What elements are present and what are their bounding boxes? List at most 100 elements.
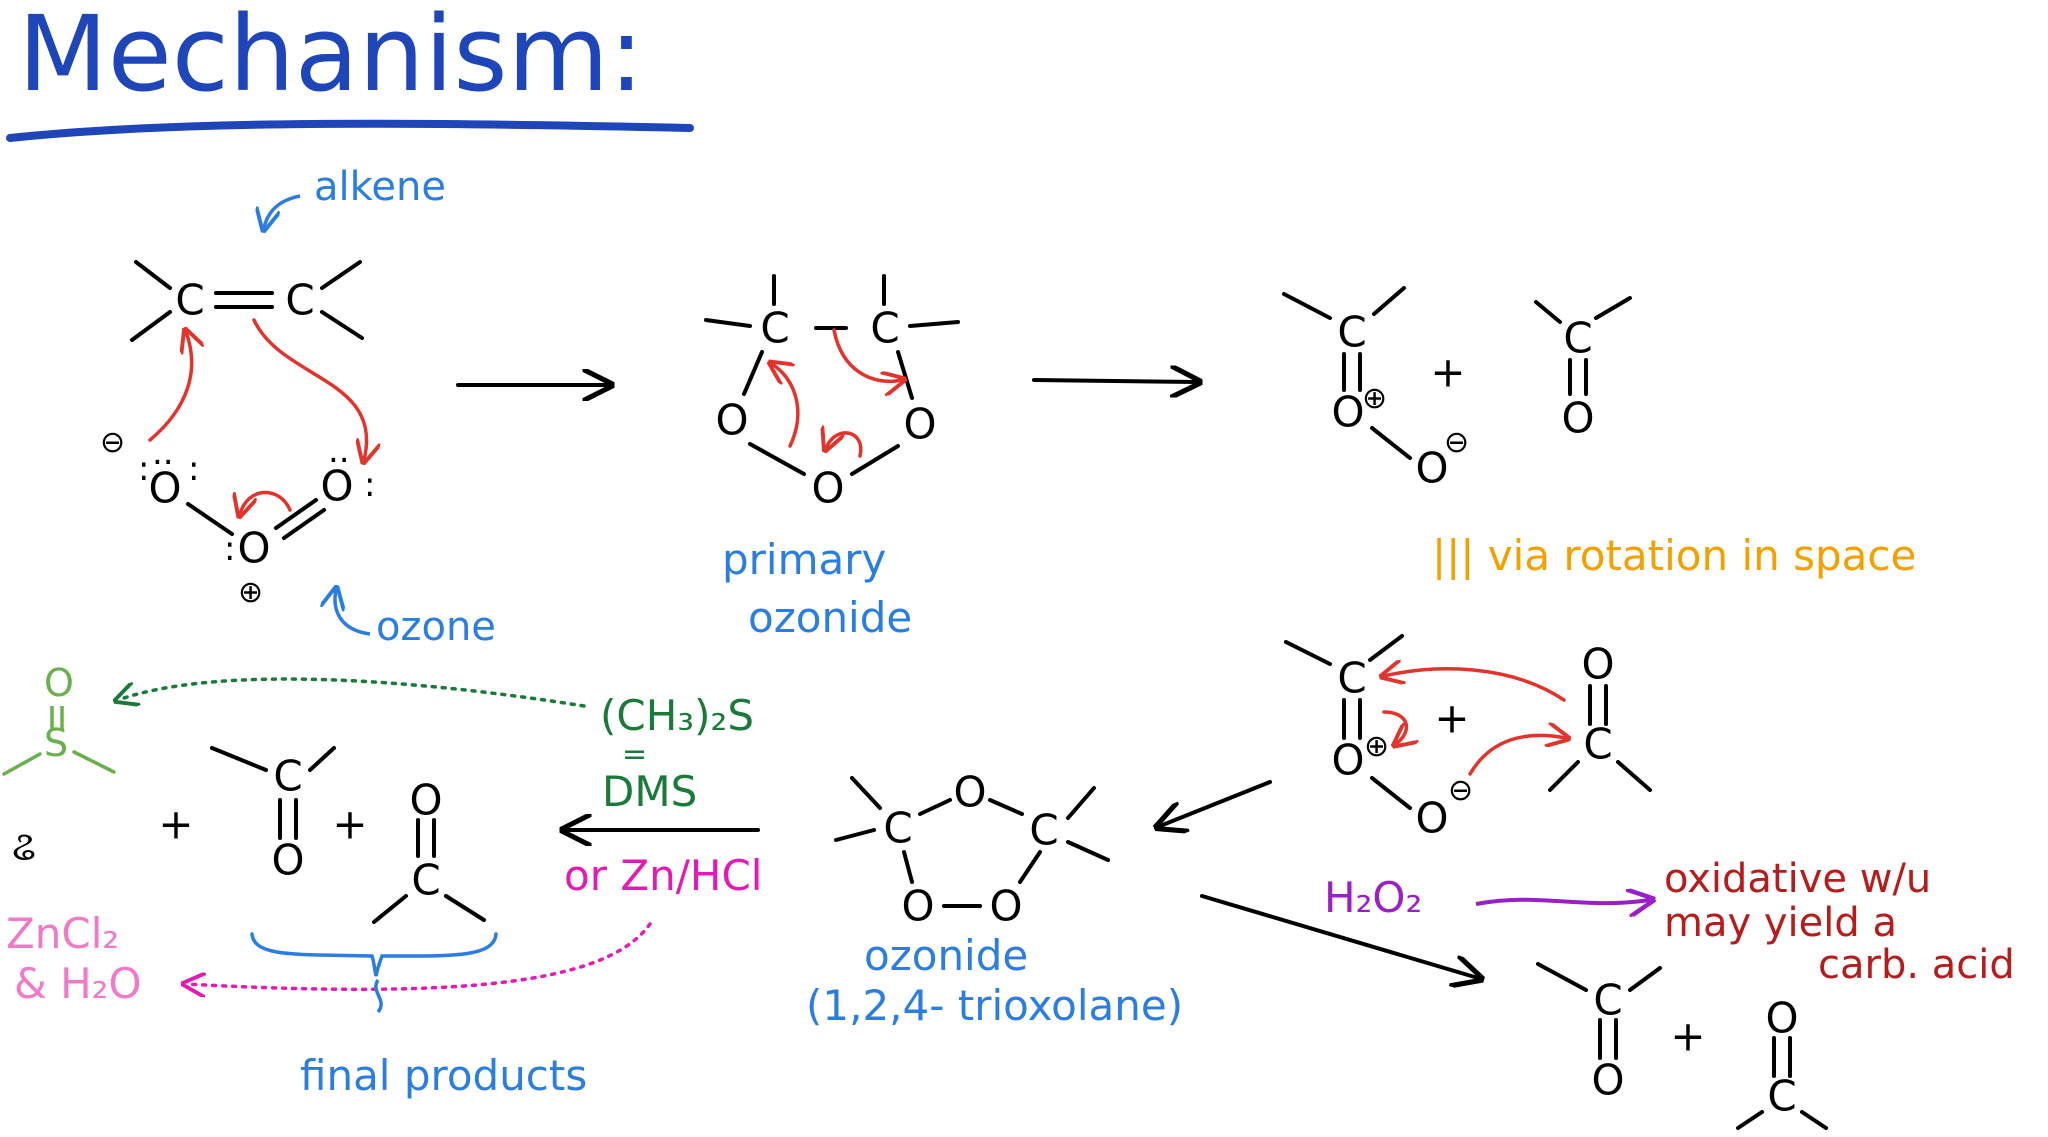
primary-ozonide-label: ozonide [748, 593, 912, 642]
lone-pair: .. [152, 433, 174, 473]
atom-c: C [411, 856, 440, 905]
curved-arrow-icon [772, 364, 800, 448]
charge-plus: ⊕ [1364, 729, 1389, 764]
atom-c: C [273, 752, 302, 801]
atom-c: C [1563, 314, 1592, 363]
charge-minus: ⊖ [100, 425, 125, 460]
atom-c: C [1337, 654, 1366, 703]
atom-o: O [271, 836, 304, 885]
atom-o: O [320, 462, 353, 511]
atom-o: O [953, 768, 986, 817]
brace-icon [250, 932, 498, 977]
ozonide-label: ozonide [864, 931, 1028, 980]
atom-o: O [1765, 994, 1798, 1043]
curved-arrow-icon [826, 433, 863, 458]
alkene-pointer-icon [264, 194, 301, 228]
zn-hcl-label: or Zn/HCl [564, 851, 762, 900]
atom-o: O [715, 396, 748, 445]
atom-o: O [1415, 444, 1448, 493]
curved-arrow-icon [1468, 735, 1566, 776]
atom-o: O [1331, 736, 1364, 785]
alkene-ozone-structure: C C O O O ⊖ : : .. .. : : ⊕ [100, 260, 375, 610]
reaction-arrow-icon [1032, 380, 1196, 382]
dmso-structure: O S [2, 661, 116, 776]
brace-tail-icon [374, 979, 383, 1014]
primary-label: primary [722, 535, 886, 584]
h2o2-reagent: H₂O₂ [1324, 873, 1422, 922]
recombination-structure: C O ⊕ O ⊖ + O C [1284, 634, 1652, 843]
atom-o: O [1591, 1056, 1624, 1105]
charge-minus: ⊖ [1448, 773, 1473, 808]
atom-o: O [409, 776, 442, 825]
ozone-pointer-icon [335, 590, 371, 636]
plus-sign: + [1434, 694, 1469, 743]
atom-o: O [1561, 394, 1594, 443]
dotted-arrow-icon [118, 677, 586, 708]
atom-o: O [44, 661, 74, 705]
reaction-arrow-icon [1200, 894, 1478, 978]
h2o-label: & H₂O [14, 959, 142, 1008]
atom-o: O [1581, 640, 1614, 689]
charge-plus: ⊕ [1362, 381, 1387, 416]
or-symbol: ଌ [12, 824, 36, 870]
trioxolane-label: (1,2,4- trioxolane) [806, 981, 1183, 1030]
atom-o: O [811, 464, 844, 513]
atom-c: C [1583, 720, 1612, 769]
atom-c: C [883, 804, 912, 853]
atom-o: O [148, 464, 181, 513]
plus-sign: + [332, 800, 367, 849]
lone-pair: .. [328, 431, 350, 471]
plus-sign: + [158, 800, 193, 849]
curved-arrow-icon [252, 318, 367, 460]
curved-arrow-icon [1384, 669, 1566, 702]
oxidative-products: C O + O C [1536, 962, 1828, 1130]
curved-arrow-icon [148, 332, 192, 442]
curved-arrow-icon [832, 328, 902, 381]
atom-s: S [44, 721, 68, 765]
atom-c: C [1593, 976, 1622, 1025]
atom-o: O [237, 524, 270, 573]
atom-o: O [1415, 794, 1448, 843]
alkene-label: alkene [314, 164, 446, 210]
final-products-structure: + C O + O C [158, 746, 486, 924]
plus-sign: + [1430, 348, 1465, 397]
zncl2-label: ZnCl₂ [6, 909, 119, 958]
atom-o: O [989, 882, 1022, 931]
oxidative-line-2: may yield a [1664, 900, 1897, 946]
dms-label: DMS [602, 767, 697, 816]
ozone-label: ozone [376, 604, 496, 650]
plus-sign: + [1670, 1012, 1705, 1061]
lone-pair: : [138, 449, 149, 489]
curved-arrow-icon [240, 490, 292, 514]
lone-pair: : [364, 465, 375, 505]
atom-c: C [175, 276, 204, 325]
atom-c: C [1337, 308, 1366, 357]
reaction-arrow-icon [1160, 780, 1272, 826]
ozonide-structure: C C O O O [834, 768, 1110, 931]
dms-equals: = [622, 737, 647, 772]
atom-o: O [903, 400, 936, 449]
lone-pair: : [188, 449, 199, 489]
atom-c: C [760, 304, 789, 353]
atom-o: O [1331, 388, 1364, 437]
charge-plus: ⊕ [238, 575, 263, 610]
primary-ozonide-structure: C C O O O [704, 274, 960, 513]
atom-c: C [870, 304, 899, 353]
atom-o: O [901, 882, 934, 931]
lone-pair: : [224, 529, 235, 569]
charge-minus: ⊖ [1444, 425, 1469, 460]
oxidative-line-3: carb. acid [1818, 942, 2015, 988]
atom-c: C [285, 276, 314, 325]
dotted-arrow-icon [186, 922, 652, 989]
carbonyl-oxide-structure: C O ⊕ O ⊖ + C O [1282, 286, 1632, 493]
curved-arrow-icon [1382, 710, 1406, 744]
atom-c: C [1029, 806, 1058, 855]
oxidative-line-1: oxidative w/u [1664, 856, 1931, 902]
rotation-note: ||| via rotation in space [1432, 531, 1916, 580]
dms-formula: (CH₃)₂S [600, 691, 754, 740]
final-products-label: final products [300, 1051, 587, 1100]
title-underline [6, 119, 694, 142]
page-title: Mechanism: [18, 0, 644, 115]
